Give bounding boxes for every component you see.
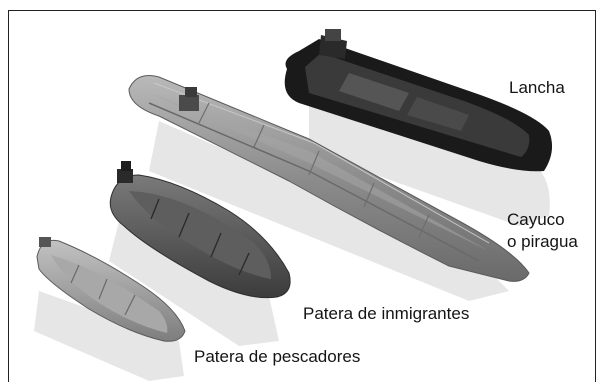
boats-illustration xyxy=(34,29,553,381)
patera-inmigrantes-shadow xyxy=(109,221,279,346)
label-lancha: Lancha xyxy=(509,78,565,97)
cayuco-shadow xyxy=(149,121,509,301)
patera-pescadores-boat xyxy=(36,237,186,342)
label-cayuco: Cayuco o piragua xyxy=(507,209,595,253)
figure-frame: Lancha Cayuco o piragua Patera de inmigr… xyxy=(8,10,596,382)
boat-shadows xyxy=(34,106,550,381)
label-cayuco-line2: o piragua xyxy=(507,232,578,251)
cayuco-boat xyxy=(128,75,530,282)
lancha-boat xyxy=(284,29,553,172)
label-cayuco-line1: Cayuco xyxy=(507,210,565,229)
patera-inmigrantes-boat xyxy=(109,161,291,299)
label-patera-pescadores: Patera de pescadores xyxy=(194,347,361,366)
label-patera-inmigrantes: Patera de inmigrantes xyxy=(303,304,470,323)
patera-pescadores-shadow xyxy=(34,291,184,381)
lancha-shadow xyxy=(309,106,550,226)
